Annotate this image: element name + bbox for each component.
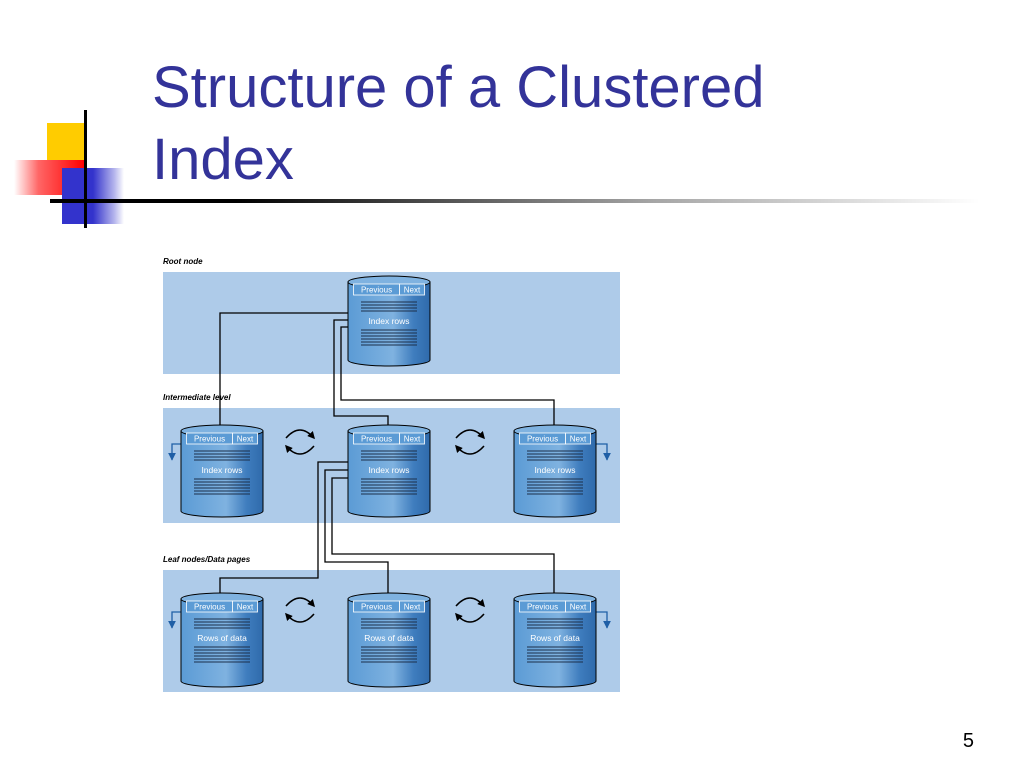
- decoration-yellow-square: [47, 123, 87, 166]
- page-label: Rows of data: [197, 633, 247, 643]
- pointer-int-to-leaf-right: [331, 477, 558, 606]
- page-header-previous: Previous: [527, 603, 558, 612]
- pointer-root-to-int-left: [216, 312, 348, 438]
- page-label: Index rows: [368, 316, 409, 326]
- level-label-intermediate: Intermediate level: [163, 393, 231, 402]
- page-header-next: Next: [404, 603, 421, 612]
- pointer-root-to-int-right: [340, 326, 558, 438]
- page-header-previous: Previous: [527, 435, 558, 444]
- slide-title: Structure of a Clustered Index: [152, 52, 972, 196]
- page-label: Index rows: [368, 465, 409, 475]
- page-header-next: Next: [237, 603, 254, 612]
- page-header-next: Next: [404, 286, 421, 295]
- chain-arrow-leaf-right: [596, 611, 611, 629]
- slide-title-line-1: Structure of a Clustered: [152, 55, 765, 120]
- chain-arrow-leaf-left: [168, 611, 183, 629]
- sibling-link-arrows: [285, 429, 485, 623]
- page-label: Rows of data: [364, 633, 414, 643]
- chain-arrow-int-left: [168, 443, 183, 461]
- sibling-link-int-1: [285, 429, 315, 455]
- sibling-link-leaf-2: [455, 597, 485, 623]
- page-header-next: Next: [404, 435, 421, 444]
- page-header-previous: Previous: [361, 286, 392, 295]
- sibling-link-leaf-1: [285, 597, 315, 623]
- pointer-root-to-int-center: [333, 319, 392, 438]
- page-header-previous: Previous: [361, 603, 392, 612]
- decoration-blue-square: [62, 168, 124, 224]
- page-header-previous: Previous: [194, 435, 225, 444]
- page-header-previous: Previous: [361, 435, 392, 444]
- page-header-previous: Previous: [194, 603, 225, 612]
- page-header-next: Next: [237, 435, 254, 444]
- chain-arrow-int-right: [596, 443, 611, 461]
- pointer-int-to-leaf-left: [216, 461, 348, 606]
- title-underline: [50, 199, 980, 203]
- level-label-leaf: Leaf nodes/Data pages: [163, 555, 251, 564]
- page-row-lines: [361, 301, 417, 346]
- page-header-next: Next: [570, 435, 587, 444]
- page-label: Rows of data: [530, 633, 580, 643]
- slide-title-line-2: Index: [152, 127, 294, 192]
- page-row-lines: [361, 618, 417, 663]
- page-row-lines: [361, 450, 417, 495]
- level-label-root: Root node: [163, 257, 203, 266]
- sibling-link-int-2: [455, 429, 485, 455]
- decoration-vertical-line: [84, 110, 87, 228]
- pointer-int-to-leaf-center: [324, 469, 392, 606]
- clustered-index-diagram: Root node Intermediate level Leaf nodes/…: [163, 257, 620, 692]
- page-number: 5: [962, 730, 974, 752]
- page-label: Index rows: [201, 465, 242, 475]
- page-row-lines: [527, 450, 583, 495]
- page-row-lines: [194, 618, 250, 663]
- pointer-lines: [216, 312, 558, 606]
- page-chain-arrows: [168, 443, 611, 629]
- page-label: Index rows: [534, 465, 575, 475]
- page-row-lines: [194, 450, 250, 495]
- page-header-next: Next: [570, 603, 587, 612]
- page-row-lines: [527, 618, 583, 663]
